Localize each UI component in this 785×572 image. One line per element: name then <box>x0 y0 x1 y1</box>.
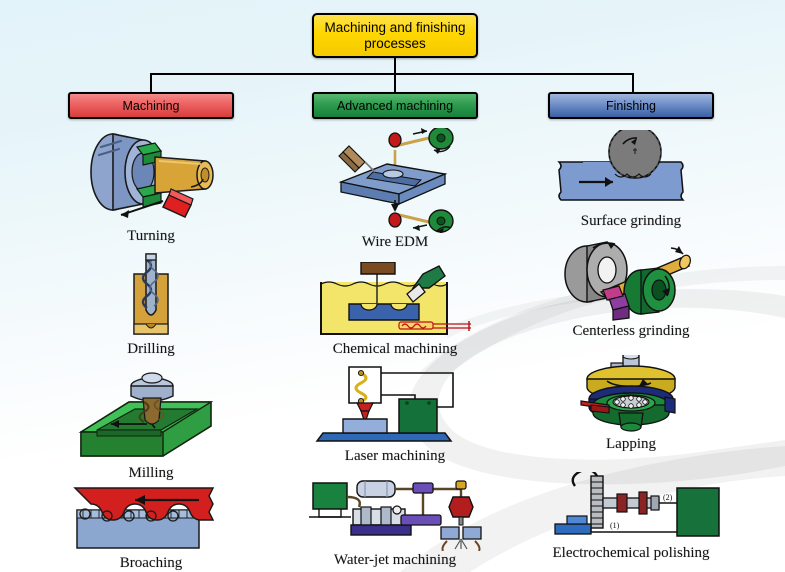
label-electrode-2: (2) <box>663 493 673 502</box>
broaching-icon <box>73 487 215 549</box>
label-electrode-1: (1) <box>610 521 620 530</box>
category-node-machining: Machining <box>68 92 234 119</box>
process-milling: Milling <box>51 372 251 482</box>
water-jet-machining-icon <box>309 480 482 551</box>
centerless-grinding-icon <box>564 241 691 321</box>
process-chemical-machining: Chemical machining <box>295 262 495 358</box>
laser-machining-icon <box>315 366 454 442</box>
process-water-jet-machining: Water-jet machining <box>295 477 495 569</box>
process-label-wire-edm: Wire EDM <box>361 234 429 250</box>
root-node-machining-and-finishing-processes: Machining and finishing processes <box>312 13 478 58</box>
electrochemical-polishing-icon: (1) (2) <box>554 472 720 537</box>
process-label-chemical-machining: Chemical machining <box>332 341 458 357</box>
process-turning: Turning <box>51 127 251 245</box>
wire-edm-icon <box>338 128 454 233</box>
process-label-milling: Milling <box>128 465 174 481</box>
category-node-advanced-machining: Advanced machining <box>312 92 478 119</box>
drilling-icon <box>133 253 169 335</box>
connector-to-finishing <box>632 73 634 92</box>
process-lapping: Lapping <box>531 355 731 453</box>
process-label-turning: Turning <box>127 228 175 244</box>
turning-icon <box>90 133 214 218</box>
surface-grinding-icon <box>557 130 685 201</box>
process-label-water-jet-machining: Water-jet machining <box>333 552 457 568</box>
lapping-icon <box>580 355 676 432</box>
connector-root-down <box>394 58 396 74</box>
category-node-finishing: Finishing <box>548 92 714 119</box>
chemical-machining-icon <box>320 262 471 335</box>
process-wire-edm: Wire EDM <box>295 128 495 251</box>
connector-to-machining <box>150 73 152 92</box>
connector-horizontal-bus <box>150 73 634 75</box>
process-surface-grinding: Surface grinding <box>531 130 731 230</box>
process-label-surface-grinding: Surface grinding <box>580 213 682 229</box>
process-label-laser-machining: Laser machining <box>344 448 446 464</box>
process-broaching: Broaching <box>51 484 251 572</box>
process-centerless-grinding: Centerless grinding <box>531 240 731 340</box>
milling-icon <box>78 372 214 457</box>
connector-to-advanced-machining <box>394 73 396 92</box>
process-label-electrochemical-polishing: Electrochemical polishing <box>552 545 710 561</box>
process-drilling: Drilling <box>51 252 251 358</box>
process-electrochemical-polishing: (1) (2) Electrochemical polishing <box>531 472 731 562</box>
process-label-drilling: Drilling <box>127 341 175 357</box>
process-laser-machining: Laser machining <box>295 365 495 465</box>
process-label-lapping: Lapping <box>606 436 656 452</box>
process-label-broaching: Broaching <box>119 555 183 571</box>
process-label-centerless-grinding: Centerless grinding <box>572 323 690 339</box>
